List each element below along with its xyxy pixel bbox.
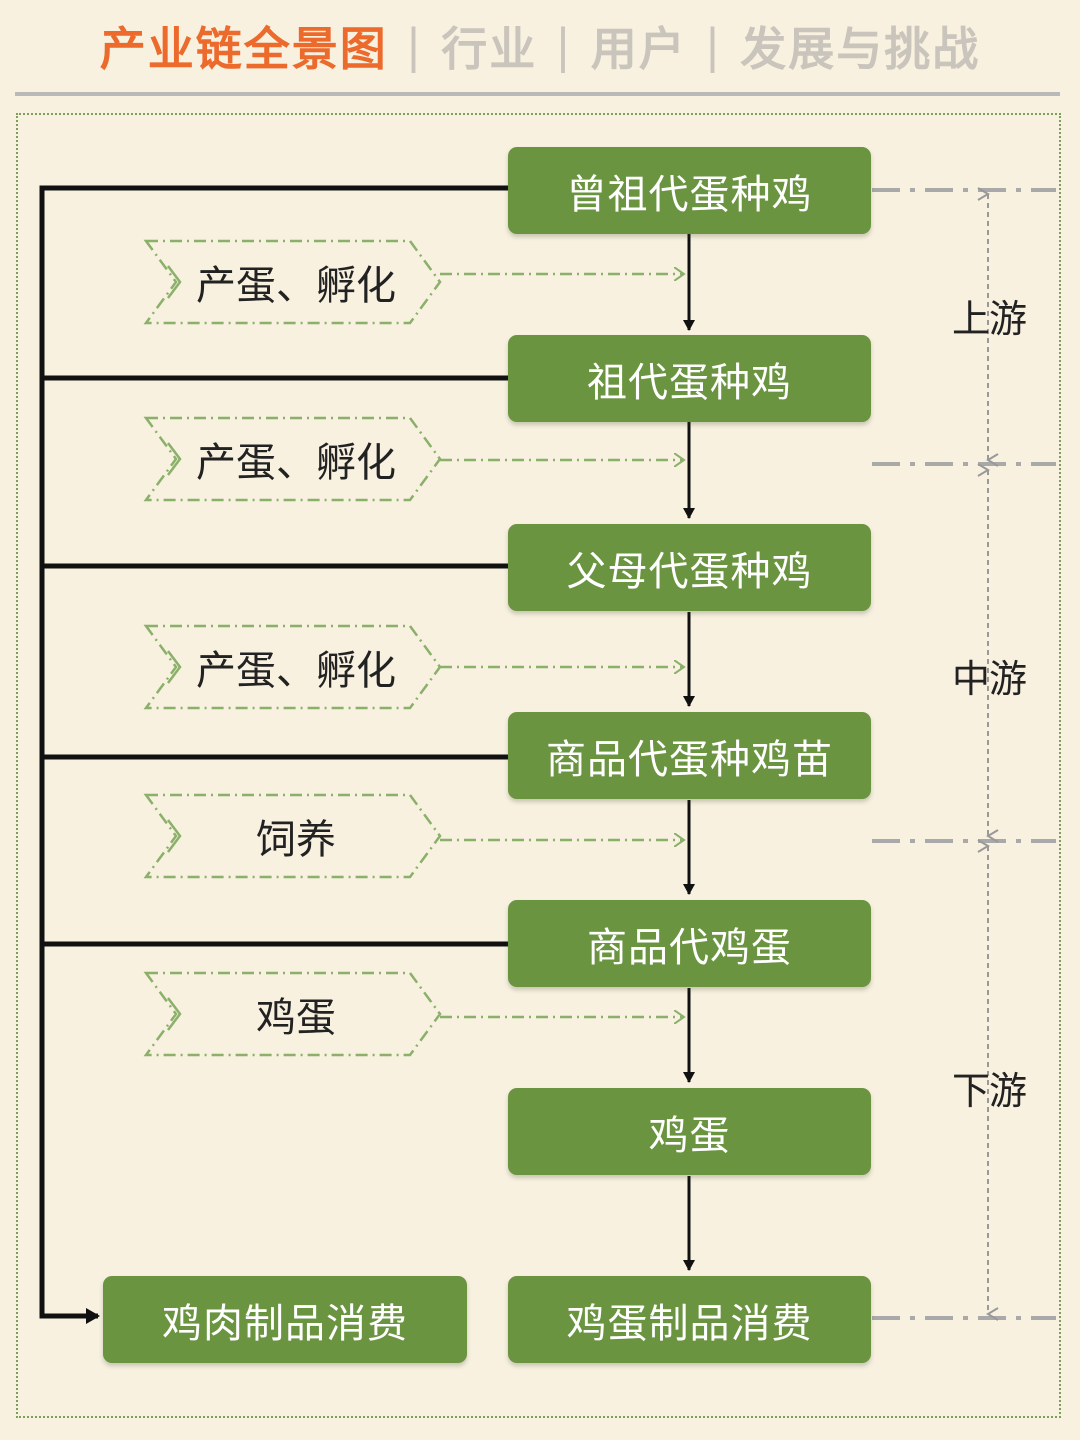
segment-label-midstream: 中游 bbox=[952, 657, 1027, 701]
tab-industry-chain-overview[interactable]: 产业链全景图 bbox=[99, 22, 388, 76]
process-chevrons bbox=[143, 239, 442, 1057]
process-chevron-marks bbox=[167, 265, 182, 1031]
tab-users[interactable]: 用户 bbox=[590, 22, 687, 76]
tab-separator: | bbox=[555, 19, 573, 73]
stage-commercial-egg-layer: 商品代鸡蛋 bbox=[508, 900, 871, 987]
stage-great-grandparent-layer-breeder: 曾祖代蛋种鸡 bbox=[508, 147, 871, 234]
diagram-frame bbox=[16, 113, 1061, 1418]
process-label-laying-hatching-3: 产蛋、孵化 bbox=[196, 648, 396, 694]
stage-grandparent-layer-breeder: 祖代蛋种鸡 bbox=[508, 335, 871, 422]
tab-separator: | bbox=[704, 19, 723, 73]
header-divider bbox=[15, 92, 1060, 96]
side-output-chicken-meat-consumption: 鸡肉制品消费 bbox=[103, 1276, 467, 1363]
tab-bar: 产业链全景图 | 行业 | 用户 | 发展与挑战 bbox=[0, 0, 1080, 92]
tab-development-challenges[interactable]: 发展与挑战 bbox=[740, 22, 981, 76]
process-label-rearing: 饲养 bbox=[256, 817, 336, 863]
tab-industry[interactable]: 行业 bbox=[441, 22, 538, 76]
segment-label-upstream: 上游 bbox=[952, 297, 1027, 341]
stage-egg-product-consumption: 鸡蛋制品消费 bbox=[508, 1276, 871, 1363]
side-output-bus bbox=[39, 185, 508, 1324]
process-label-laying-hatching-2: 产蛋、孵化 bbox=[196, 440, 396, 486]
stage-eggs: 鸡蛋 bbox=[508, 1088, 871, 1175]
stage-commercial-layer-chick: 商品代蛋种鸡苗 bbox=[508, 712, 871, 799]
segment-boundaries bbox=[872, 188, 1056, 1320]
segment-label-downstream: 下游 bbox=[952, 1069, 1027, 1113]
tab-separator: | bbox=[405, 19, 424, 73]
process-connectors bbox=[440, 274, 684, 1017]
process-label-eggs: 鸡蛋 bbox=[256, 995, 336, 1041]
process-label-laying-hatching-1: 产蛋、孵化 bbox=[196, 263, 396, 309]
stage-parent-layer-breeder: 父母代蛋种鸡 bbox=[508, 524, 871, 611]
